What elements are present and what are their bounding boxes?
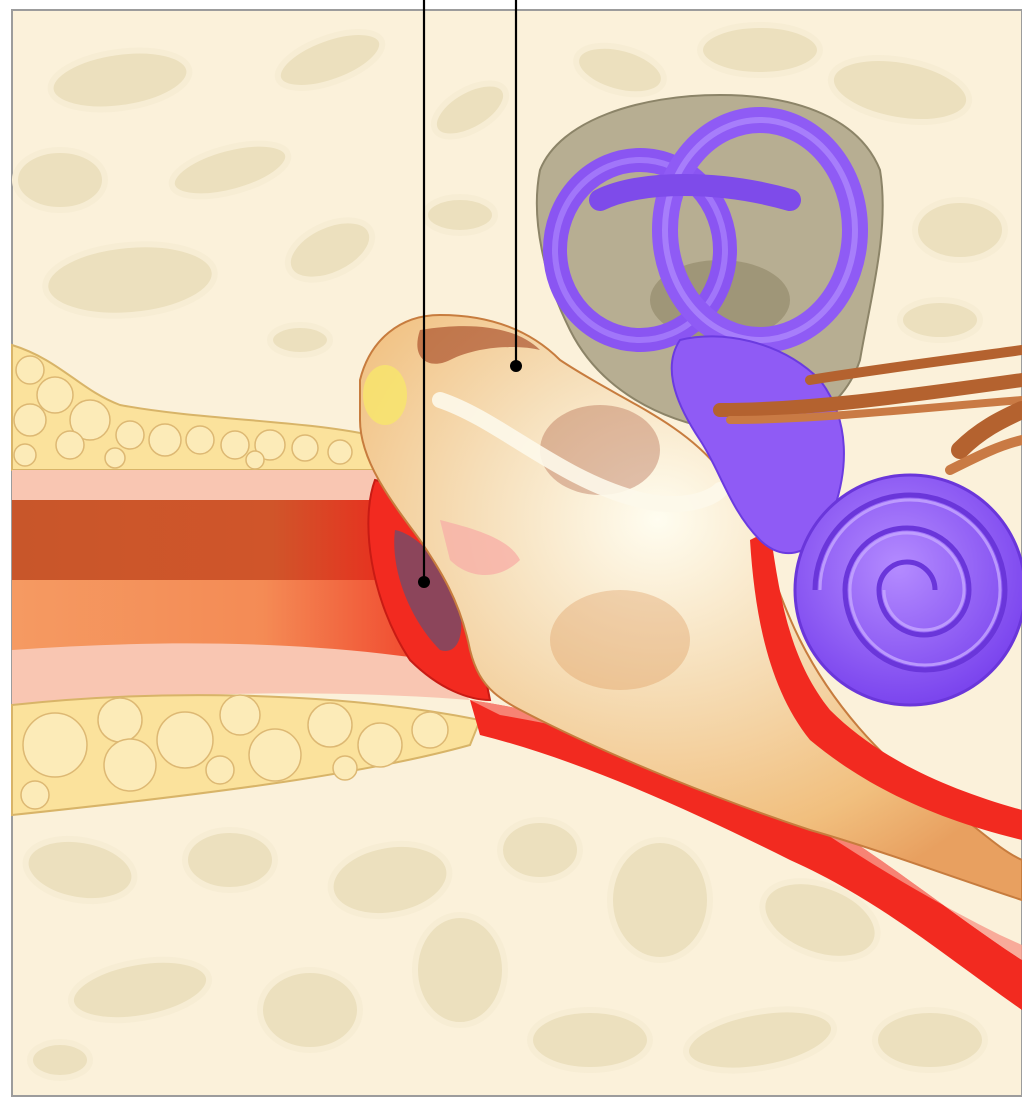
cochlea — [795, 475, 1022, 705]
leader-dot-middle-ear — [510, 360, 522, 372]
leader-dot-eardrum — [418, 576, 430, 588]
muscle-layer — [12, 500, 385, 580]
upper-skin-strip — [12, 470, 385, 500]
